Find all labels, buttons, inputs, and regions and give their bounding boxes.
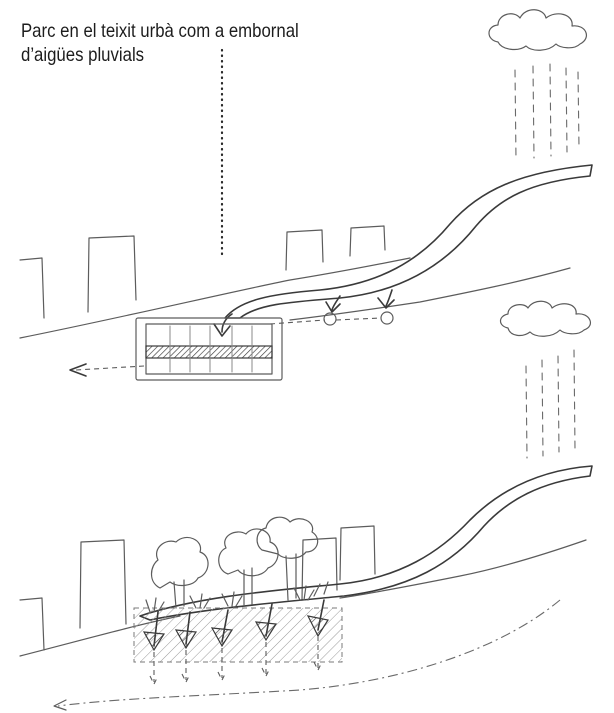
runoff-flow-top	[225, 165, 592, 318]
cloud-icon	[501, 301, 591, 336]
cloud-icon	[489, 10, 586, 51]
rain-lines-top	[515, 64, 579, 160]
buildings-top	[20, 226, 385, 318]
retention-tank	[136, 318, 282, 380]
top-scene	[20, 10, 592, 380]
runoff-flow-bottom	[140, 466, 592, 620]
rain-lines-bottom	[526, 350, 575, 458]
bottom-scene	[20, 301, 592, 710]
park-trees	[152, 517, 318, 608]
